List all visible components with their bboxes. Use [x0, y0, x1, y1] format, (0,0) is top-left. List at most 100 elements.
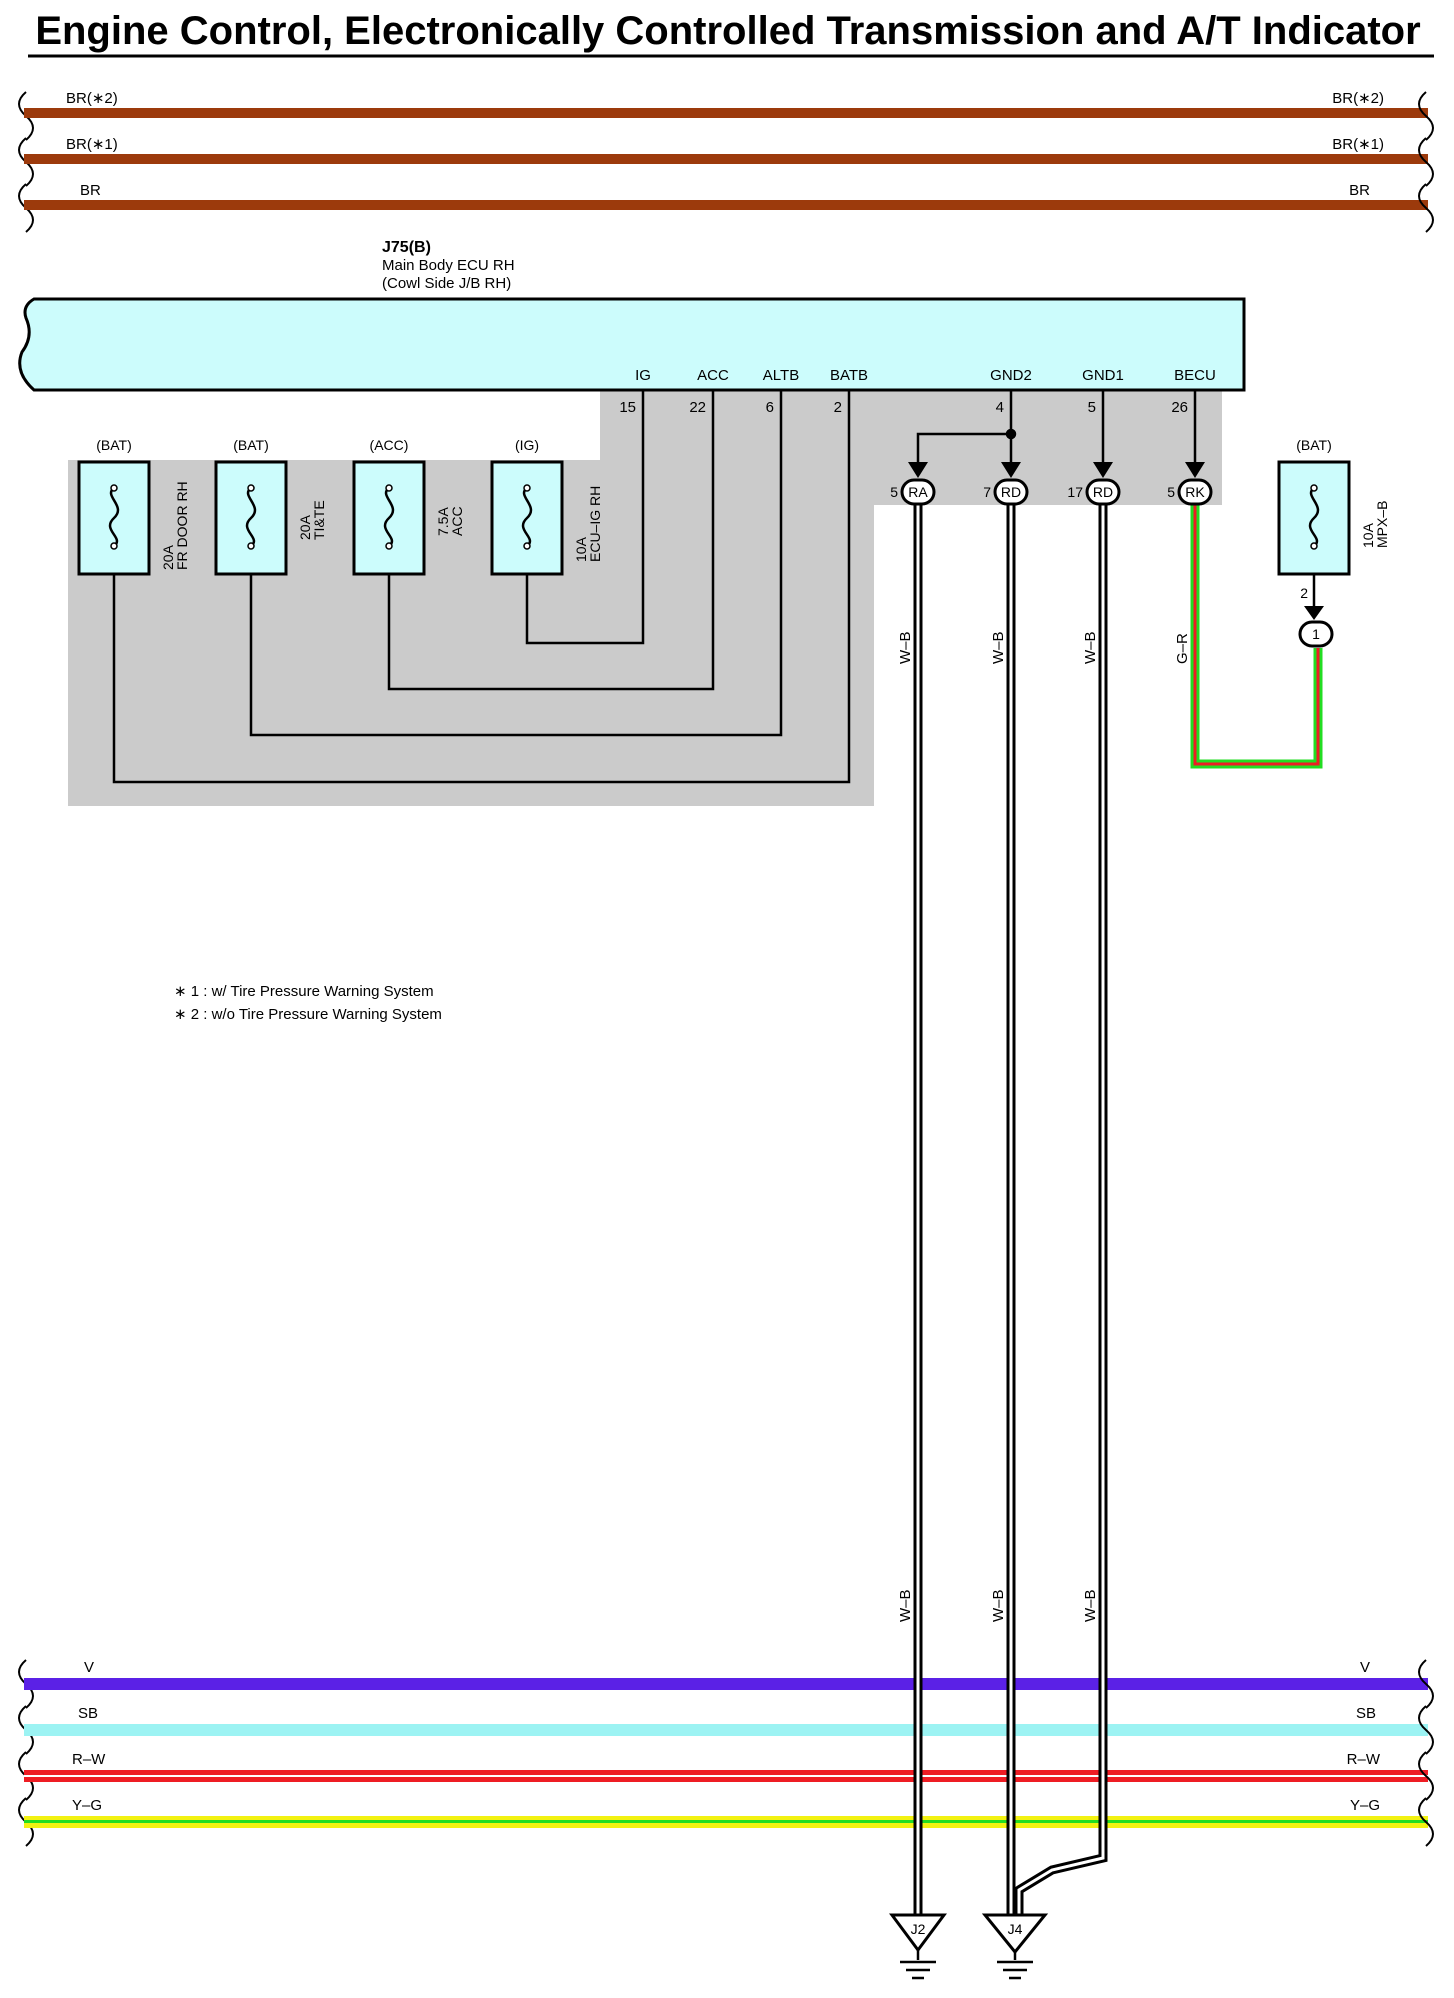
ecu-id: J75(B)	[382, 239, 431, 256]
wire-altb	[249, 390, 783, 737]
pin-number-ig: 15	[619, 399, 636, 416]
connector-code: RK	[1185, 484, 1205, 500]
fuse-source: (BAT)	[96, 437, 132, 453]
connector-oval	[900, 478, 936, 506]
ecu-name: Main Body ECU RH	[382, 257, 515, 274]
ecu-box	[18, 297, 1246, 392]
connector-oval	[1085, 478, 1121, 506]
fuse-ti-te: (BAT) 20A TI&TE	[214, 437, 327, 576]
fuse-rating: 10A	[1360, 522, 1376, 548]
junction-block-wiring	[112, 390, 851, 784]
pin-number-altb: 6	[766, 399, 774, 416]
ground-code: J2	[911, 1921, 926, 1937]
wire-label-left: BR(∗2)	[66, 90, 118, 107]
fuse-name: ECU–IG RH	[587, 486, 603, 562]
wire-color-label: W–B	[1082, 631, 1099, 664]
brown-wire	[24, 154, 1428, 164]
wire-label-right: SB	[1356, 1705, 1376, 1722]
wire-label-left: V	[84, 1659, 94, 1676]
arrow-head-icon	[908, 462, 928, 478]
wire-label-right: BR	[1349, 182, 1370, 199]
main-body-ecu: J75(B) Main Body ECU RH (Cowl Side J/B R…	[18, 239, 1246, 392]
ground-wire-rd-17	[1014, 504, 1108, 1930]
pin-name-batb: BATB	[830, 367, 868, 384]
pin-number-becu: 26	[1171, 399, 1188, 416]
fuse-terminal	[110, 542, 118, 550]
wire-break-mark-right	[1418, 1797, 1434, 1847]
fuse-source: (IG)	[515, 437, 539, 453]
note-line: ∗ 2 : w/o Tire Pressure Warning System	[174, 1006, 442, 1023]
fuse-icon	[245, 486, 257, 548]
fuse-terminal	[385, 484, 393, 492]
ground-wire-crossings	[913, 1660, 1108, 1850]
splice-point	[1005, 428, 1017, 440]
arrow-head-icon	[1185, 462, 1205, 478]
fuse-name: MPX–B	[1374, 501, 1390, 548]
connector-oval	[1298, 620, 1334, 648]
wire-label-right: V	[1360, 1659, 1370, 1676]
fuse-source: (BAT)	[233, 437, 269, 453]
ground-point-j2: J2	[889, 1913, 947, 1980]
fuse-icon	[521, 486, 533, 548]
connector-rd-17: RD 17	[1067, 478, 1121, 506]
arrow-head-icon	[1001, 462, 1021, 478]
top-wire-br2: BR(∗2) BR(∗2)	[18, 90, 1434, 141]
connector-code: RA	[908, 484, 928, 500]
ground-icon	[997, 1960, 1033, 1980]
fuse-caption: 10A ECU–IG RH	[573, 486, 603, 562]
fuse-terminal	[247, 542, 255, 550]
fuse-terminal	[385, 542, 393, 550]
fuse-terminal	[247, 484, 255, 492]
connector-arrows	[908, 462, 1205, 478]
fuse-pin: 2	[1300, 585, 1308, 601]
fuse-icon	[108, 486, 120, 548]
connector-pin: 17	[1067, 484, 1083, 500]
fuse-source: (BAT)	[1296, 437, 1332, 453]
ground-point-j4: J4	[981, 1913, 1049, 1980]
wire-color-label: W–B	[1082, 1589, 1099, 1622]
fuse-ecu-ig-rh: (IG) 10A ECU–IG RH	[490, 437, 603, 576]
fuse-terminal	[523, 542, 531, 550]
pin-number-gnd1: 5	[1088, 399, 1096, 416]
ground-triangle	[889, 1913, 947, 1953]
fuse-rating: 20A	[160, 544, 176, 570]
bottom-wire-sb: SB SB	[18, 1705, 1434, 1755]
fuse-mpx-b: (BAT) 10A MPX–B 2 1	[1277, 437, 1390, 648]
brown-wire	[24, 200, 1428, 210]
fuse-icon	[1308, 486, 1320, 548]
top-wire-br1: BR(∗1) BR(∗1)	[18, 136, 1434, 187]
pin-number-gnd2: 4	[996, 399, 1004, 416]
fuse-caption: 20A FR DOOR RH	[160, 481, 190, 570]
wire-break-mark-right	[1418, 183, 1434, 233]
wire-break-mark-right	[1418, 1751, 1434, 1801]
wire-ig	[525, 390, 645, 645]
fuse-acc: (ACC) 7.5A ACC	[352, 437, 465, 576]
wire-break-mark-right	[1418, 1659, 1434, 1709]
fuse-terminal	[1310, 542, 1318, 550]
connector-code: RD	[1001, 484, 1021, 500]
wire-label-right: BR(∗2)	[1332, 90, 1384, 107]
pin-name-gnd2: GND2	[990, 367, 1032, 384]
fuse-icon	[383, 486, 395, 548]
pin-name-altb: ALTB	[763, 367, 799, 384]
connector-rk: RK 5	[1167, 478, 1213, 506]
fuse-caption: 7.5A ACC	[435, 506, 465, 536]
fuse-name: TI&TE	[311, 500, 327, 540]
note-line: ∗ 1 : w/ Tire Pressure Warning System	[174, 983, 434, 1000]
wire-acc	[387, 390, 715, 691]
fuse-fr-door-rh: (BAT) 20A FR DOOR RH	[77, 437, 190, 576]
wire-label-left: SB	[78, 1705, 98, 1722]
connector-ra: RA 5	[890, 478, 936, 506]
wire-outline	[1014, 504, 1108, 1930]
connector-code: RD	[1093, 484, 1113, 500]
fuse-terminal	[523, 484, 531, 492]
wire-color-label: G–R	[1174, 633, 1191, 664]
ground-code: J4	[1008, 1921, 1023, 1937]
connector-pin: 5	[1167, 484, 1175, 500]
fuse-caption: 10A MPX–B	[1360, 501, 1390, 548]
wire-label-left: Y–G	[72, 1797, 102, 1814]
wire-color-label: W–B	[990, 631, 1007, 664]
wire-color-labels: W–B W–B W–B G–R W–B W–B W–B	[897, 631, 1191, 1622]
pin-number-acc: 22	[689, 399, 706, 416]
connector-oval	[993, 478, 1029, 506]
